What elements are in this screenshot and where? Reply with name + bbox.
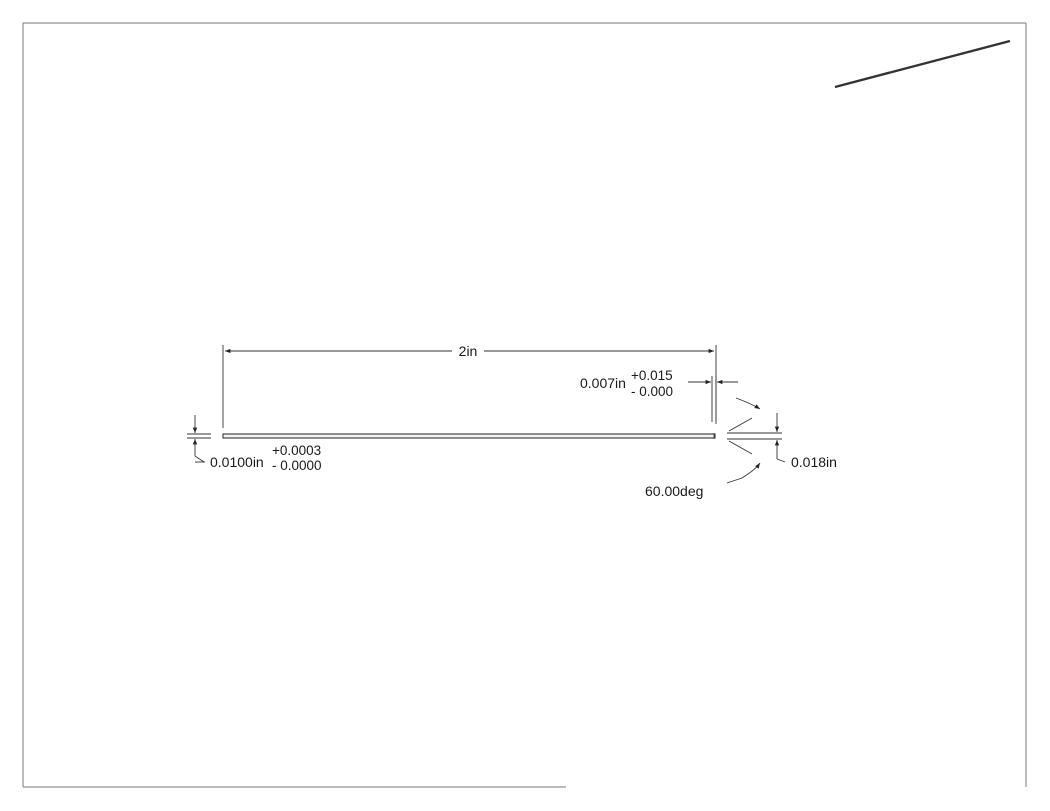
length-dimension: 2in bbox=[222, 343, 717, 428]
length-label: 2in bbox=[459, 343, 478, 359]
tip-tol-plus: +0.015 bbox=[631, 368, 673, 383]
tip-tol-minus: - 0.000 bbox=[631, 384, 673, 399]
title-block-stroke bbox=[834, 39, 1011, 89]
tip-label: 0.007in bbox=[580, 375, 626, 391]
tip-diameter-dimension: 0.018in bbox=[727, 413, 837, 470]
diameter-tol-plus: +0.0003 bbox=[272, 443, 321, 458]
sheet-frame bbox=[22, 22, 1027, 788]
diameter-tol-minus: - 0.0000 bbox=[272, 458, 322, 473]
diameter-dimension: 0.0100in +0.0003 - 0.0000 bbox=[187, 415, 322, 473]
angle-label: 60.00deg bbox=[645, 483, 703, 499]
rod-part bbox=[222, 433, 716, 439]
diameter-label: 0.0100in bbox=[210, 454, 264, 470]
tip-dimension: 0.007in +0.015 - 0.000 bbox=[580, 368, 738, 422]
tip-diameter-label: 0.018in bbox=[791, 454, 837, 470]
angle-dimension: 60.00deg bbox=[645, 397, 761, 499]
